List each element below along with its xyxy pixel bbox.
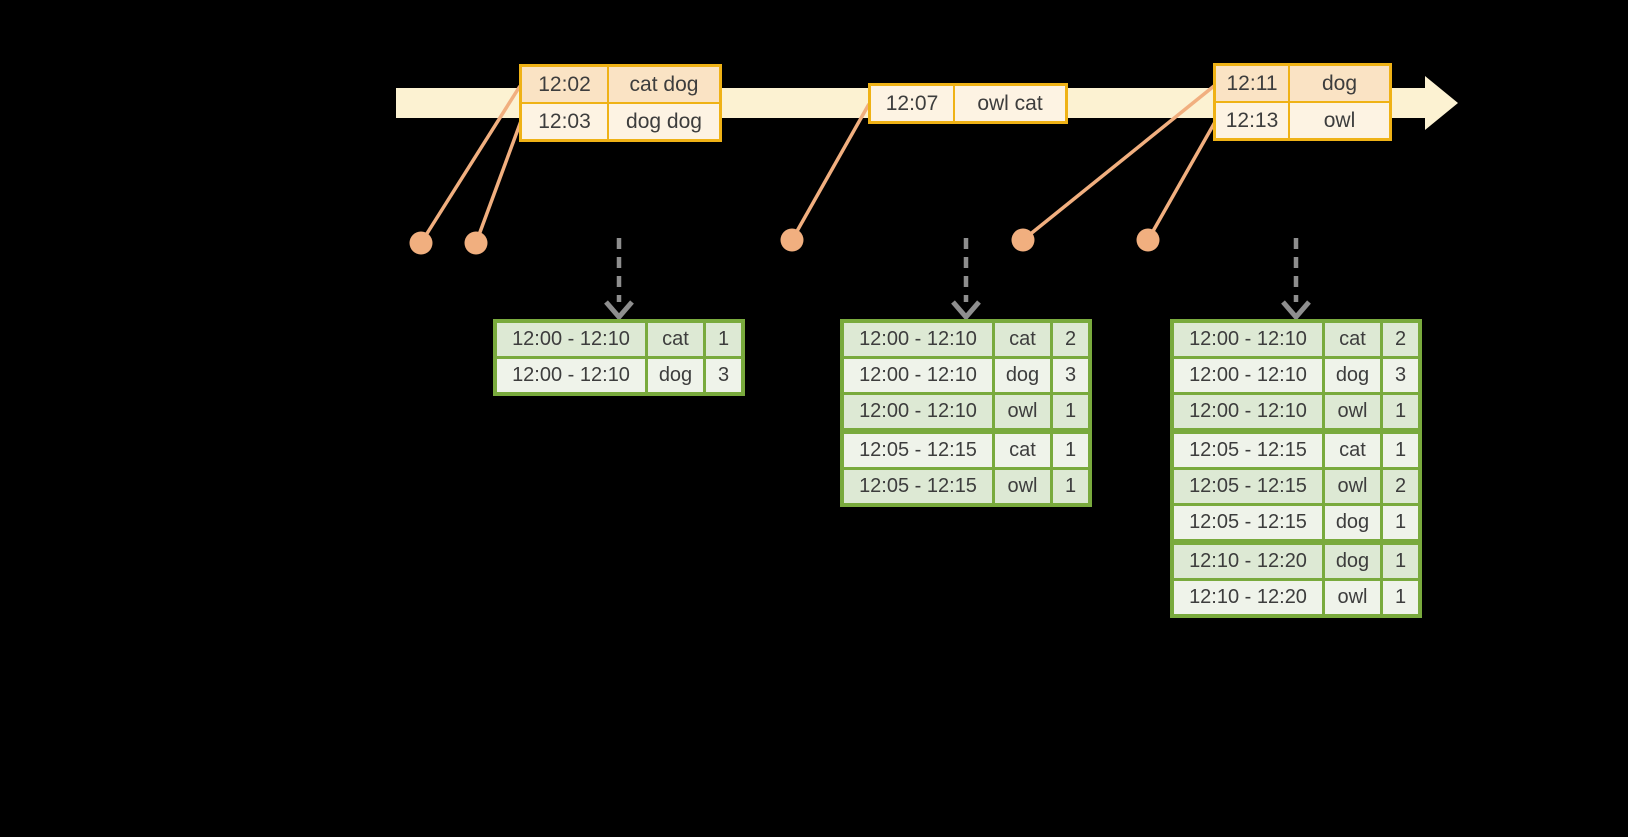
result-count: 1	[1380, 581, 1418, 614]
result-row: 12:00 - 12:10 owl 1	[1174, 392, 1418, 428]
result-window: 12:10 - 12:20	[1174, 581, 1322, 614]
result-word: cat	[1322, 323, 1380, 356]
result-count: 2	[1380, 470, 1418, 503]
event-dot	[1011, 228, 1035, 252]
result-window: 12:00 - 12:10	[844, 359, 992, 392]
event-row: 12:02 cat dog	[522, 67, 719, 102]
result-window: 12:00 - 12:10	[844, 395, 992, 428]
result-window: 12:00 - 12:10	[497, 359, 645, 392]
result-row: 12:05 - 12:15 cat 1	[844, 428, 1088, 467]
result-row: 12:05 - 12:15 cat 1	[1174, 428, 1418, 467]
event-time: 12:13	[1216, 103, 1288, 138]
connector-lines	[419, 84, 1217, 244]
result-row: 12:00 - 12:10 owl 1	[844, 392, 1088, 428]
result-row: 12:00 - 12:10 cat 2	[844, 323, 1088, 356]
result-count: 2	[1050, 323, 1088, 356]
event-time: 12:02	[522, 67, 607, 102]
result-word: owl	[992, 470, 1050, 503]
result-window: 12:05 - 12:15	[1174, 434, 1322, 467]
result-count: 1	[1380, 506, 1418, 539]
event-dot	[780, 228, 804, 252]
result-window: 12:00 - 12:10	[497, 323, 645, 356]
result-row: 12:05 - 12:15 dog 1	[1174, 503, 1418, 539]
result-word: dog	[1322, 545, 1380, 578]
result-window: 12:00 - 12:10	[1174, 395, 1322, 428]
result-window: 12:05 - 12:15	[844, 470, 992, 503]
event-dot	[1136, 228, 1160, 252]
result-table-3: 12:00 - 12:10 cat 2 12:00 - 12:10 dog 3 …	[1170, 319, 1422, 618]
result-word: owl	[1322, 470, 1380, 503]
result-table-1: 12:00 - 12:10 cat 1 12:00 - 12:10 dog 3	[493, 319, 745, 396]
result-word: cat	[992, 434, 1050, 467]
result-window: 12:05 - 12:15	[1174, 470, 1322, 503]
result-word: dog	[1322, 359, 1380, 392]
event-table-3: 12:11 dog 12:13 owl	[1213, 63, 1392, 141]
event-time: 12:11	[1216, 66, 1288, 101]
result-word: owl	[1322, 395, 1380, 428]
result-row: 12:00 - 12:10 dog 3	[1174, 356, 1418, 392]
result-row: 12:10 - 12:20 dog 1	[1174, 539, 1418, 578]
event-words: dog	[1288, 66, 1389, 101]
event-dot	[464, 231, 488, 255]
result-count: 1	[1380, 395, 1418, 428]
result-count: 1	[1380, 545, 1418, 578]
dashed-down-arrows	[604, 238, 1311, 321]
event-time: 12:03	[522, 104, 607, 139]
result-row: 12:00 - 12:10 dog 3	[844, 356, 1088, 392]
result-window: 12:00 - 12:10	[1174, 359, 1322, 392]
result-word: cat	[645, 323, 703, 356]
result-count: 3	[1050, 359, 1088, 392]
event-words: owl	[1288, 103, 1389, 138]
event-words: owl cat	[953, 86, 1065, 121]
result-row: 12:00 - 12:10 cat 2	[1174, 323, 1418, 356]
result-row: 12:00 - 12:10 dog 3	[497, 356, 741, 392]
event-row: 12:03 dog dog	[522, 102, 719, 139]
result-count: 1	[1380, 434, 1418, 467]
result-count: 1	[1050, 470, 1088, 503]
result-window: 12:00 - 12:10	[844, 323, 992, 356]
event-table-1: 12:02 cat dog 12:03 dog dog	[519, 64, 722, 142]
result-count: 1	[1050, 395, 1088, 428]
result-word: cat	[992, 323, 1050, 356]
result-window: 12:00 - 12:10	[1174, 323, 1322, 356]
connector-line	[1146, 121, 1217, 241]
event-time: 12:07	[871, 86, 953, 121]
event-dots	[409, 228, 1160, 255]
result-table-2: 12:00 - 12:10 cat 2 12:00 - 12:10 dog 3 …	[840, 319, 1092, 507]
event-words: dog dog	[607, 104, 719, 139]
result-window: 12:10 - 12:20	[1174, 545, 1322, 578]
event-row: 12:11 dog	[1216, 66, 1389, 101]
event-table-2: 12:07 owl cat	[868, 83, 1068, 124]
result-count: 3	[1380, 359, 1418, 392]
event-words: cat dog	[607, 67, 719, 102]
result-window: 12:05 - 12:15	[1174, 506, 1322, 539]
result-count: 3	[703, 359, 741, 392]
down-arrow-icon	[604, 300, 634, 321]
result-word: dog	[645, 359, 703, 392]
result-word: cat	[1322, 434, 1380, 467]
result-row: 12:10 - 12:20 owl 1	[1174, 578, 1418, 614]
result-row: 12:05 - 12:15 owl 1	[844, 467, 1088, 503]
connector-line	[474, 120, 523, 244]
event-row: 12:13 owl	[1216, 101, 1389, 138]
down-arrow-icon	[951, 300, 981, 321]
result-window: 12:05 - 12:15	[844, 434, 992, 467]
result-row: 12:05 - 12:15 owl 2	[1174, 467, 1418, 503]
connector-line	[790, 103, 871, 241]
result-row: 12:00 - 12:10 cat 1	[497, 323, 741, 356]
result-count: 1	[1050, 434, 1088, 467]
connector-line	[419, 85, 522, 244]
result-word: owl	[992, 395, 1050, 428]
down-arrow-icon	[1281, 300, 1311, 321]
result-word: dog	[992, 359, 1050, 392]
event-row: 12:07 owl cat	[871, 86, 1065, 121]
result-count: 1	[703, 323, 741, 356]
result-word: dog	[1322, 506, 1380, 539]
event-dot	[409, 231, 433, 255]
connector-line	[1021, 84, 1216, 242]
result-count: 2	[1380, 323, 1418, 356]
result-word: owl	[1322, 581, 1380, 614]
timeline-arrowhead-icon	[1425, 76, 1458, 130]
